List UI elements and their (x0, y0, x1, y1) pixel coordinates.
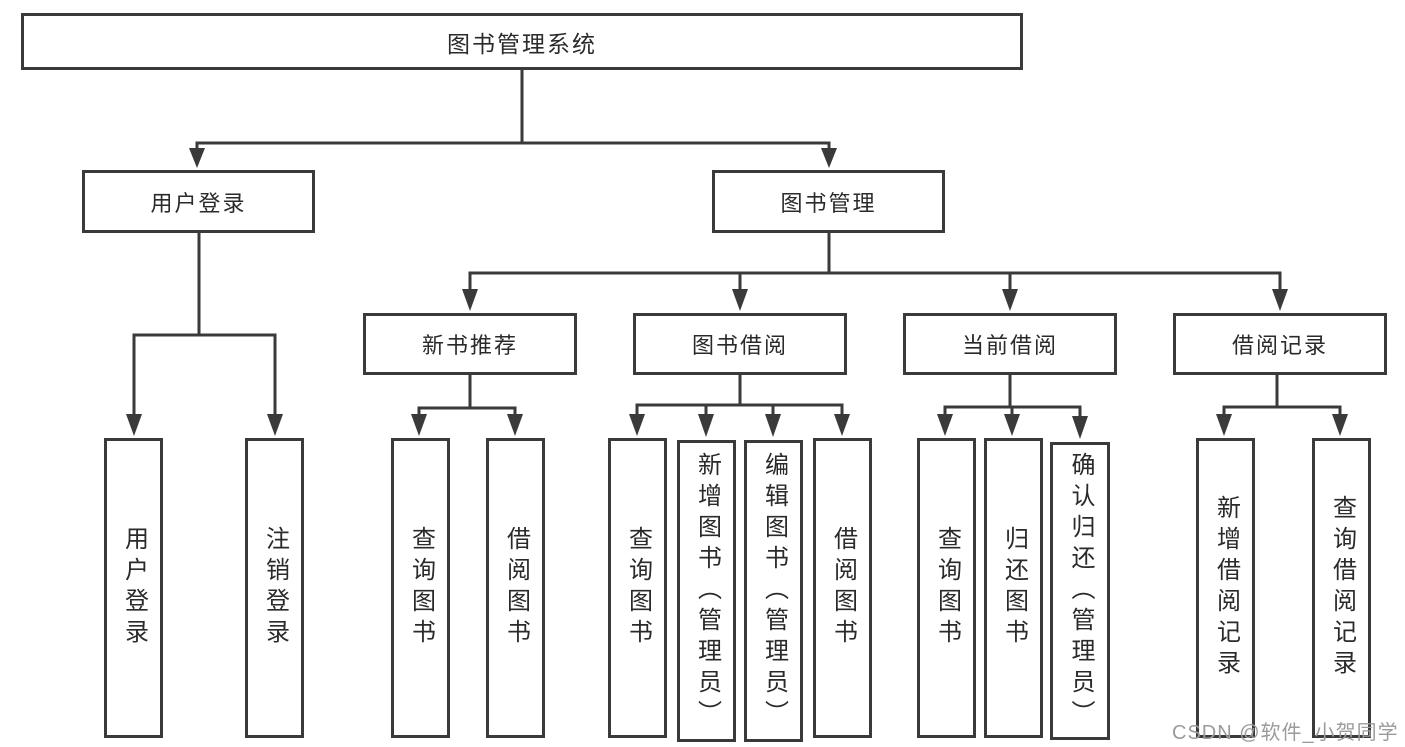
connector-new-book-rec-to-leaves (411, 371, 523, 436)
node-user-login-group: 用户登录 (82, 170, 315, 233)
connector-root-to-level2 (189, 66, 837, 168)
node-leaf-bor-query-book-label: 查询图书 (624, 526, 652, 650)
node-leaf-logout-label: 注销登录 (261, 526, 289, 650)
node-current-borrow: 当前借阅 (903, 313, 1117, 375)
node-leaf-cur-query-book-label: 查询图书 (933, 526, 961, 650)
arrow-down-icon (765, 414, 781, 437)
arrow-down-icon (834, 414, 850, 436)
node-leaf-br-query-record-label: 查询借阅记录 (1328, 495, 1356, 681)
node-leaf-br-query-record: 查询借阅记录 (1312, 438, 1371, 738)
arrow-down-icon (1002, 289, 1018, 311)
node-current-borrow-label: 当前借阅 (961, 333, 1058, 358)
arrow-down-icon (507, 414, 523, 436)
node-leaf-bor-query-book: 查询图书 (608, 438, 667, 738)
node-user-login-group-label: 用户登录 (150, 190, 247, 216)
node-leaf-bor-edit-book-label: 编辑图书（管理员） (760, 451, 788, 731)
node-leaf-bor-borrow-book-label: 借阅图书 (829, 526, 857, 650)
node-leaf-cur-return-book-label: 归还图书 (1000, 526, 1028, 650)
node-leaf-rec-query-book-label: 查询图书 (407, 526, 435, 650)
node-leaf-cur-query-book: 查询图书 (917, 438, 976, 738)
node-root-label: 图书管理系统 (447, 30, 597, 57)
arrow-down-icon (462, 289, 478, 311)
node-root: 图书管理系统 (21, 13, 1023, 70)
node-new-book-rec-label: 新书推荐 (421, 333, 518, 358)
node-leaf-bor-edit-book: 编辑图书（管理员） (744, 440, 803, 742)
node-borrow-record-label: 借阅记录 (1231, 333, 1328, 358)
connector-user-login-to-leaves (126, 229, 283, 436)
arrow-down-icon (732, 289, 748, 311)
arrow-down-icon (1332, 414, 1348, 436)
node-leaf-bor-add-book-label: 新增图书（管理员） (693, 451, 721, 731)
arrow-down-icon (1072, 416, 1088, 439)
arrow-down-icon (1272, 289, 1288, 311)
node-book-borrow-label: 图书借阅 (691, 333, 788, 358)
arrow-down-icon (411, 414, 427, 436)
node-leaf-rec-borrow-book: 借阅图书 (486, 438, 545, 738)
node-book-borrow: 图书借阅 (633, 313, 847, 375)
connector-book-mgmt-to-level3 (462, 229, 1288, 311)
node-leaf-br-add-record-label: 新增借阅记录 (1212, 495, 1240, 681)
arrow-down-icon (189, 148, 205, 168)
node-leaf-logout: 注销登录 (245, 438, 304, 738)
node-book-mgmt-group: 图书管理 (712, 170, 945, 233)
node-new-book-rec: 新书推荐 (363, 313, 577, 375)
arrow-down-icon (267, 414, 283, 436)
node-leaf-user-login: 用户登录 (104, 438, 163, 738)
node-leaf-rec-borrow-book-label: 借阅图书 (502, 526, 530, 650)
node-leaf-br-add-record: 新增借阅记录 (1196, 438, 1255, 738)
arrow-down-icon (126, 414, 142, 436)
arrow-down-icon (1004, 414, 1020, 436)
arrow-down-icon (698, 414, 714, 437)
node-borrow-record: 借阅记录 (1173, 313, 1387, 375)
node-leaf-cur-return-book: 归还图书 (984, 438, 1043, 738)
arrow-down-icon (629, 414, 645, 436)
node-leaf-cur-confirm-return: 确认归还（管理员） (1050, 442, 1110, 740)
node-leaf-bor-borrow-book: 借阅图书 (813, 438, 872, 738)
node-leaf-user-login-label: 用户登录 (120, 526, 148, 650)
node-leaf-rec-query-book: 查询图书 (391, 438, 450, 738)
csdn-watermark: CSDN @软件_小贺同学 (1172, 722, 1399, 744)
arrow-down-icon (821, 148, 837, 168)
arrow-down-icon (1216, 414, 1232, 436)
connector-book-borrow-to-leaves (629, 371, 850, 437)
arrow-down-icon (937, 414, 953, 436)
connector-borrow-record-to-leaves (1216, 371, 1348, 436)
node-book-mgmt-group-label: 图书管理 (780, 190, 877, 216)
node-leaf-cur-confirm-return-label: 确认归还（管理员） (1067, 451, 1094, 731)
node-leaf-bor-add-book: 新增图书（管理员） (677, 440, 736, 742)
connector-current-borrow-to-leaves (937, 371, 1088, 439)
